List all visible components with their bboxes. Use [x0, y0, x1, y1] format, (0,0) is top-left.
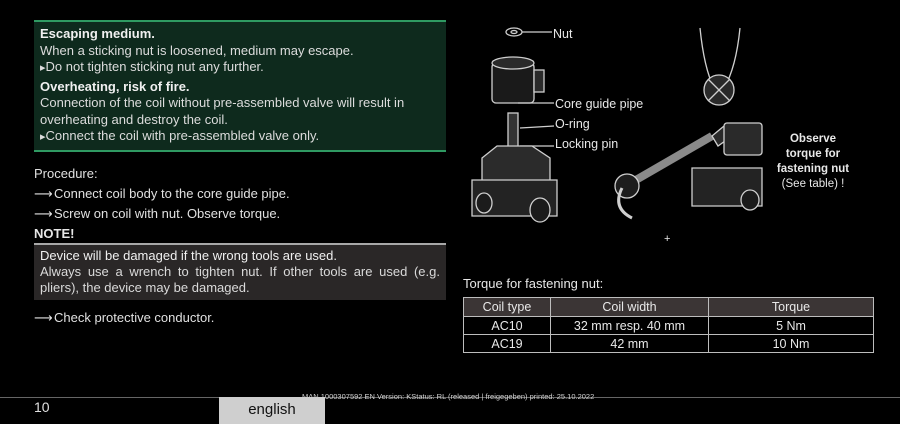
warning-text-overheating: Connection of the coil without pre-assem… — [40, 95, 405, 127]
arrow-icon: ⟶ — [34, 309, 53, 325]
table-cell: 5 Nm — [708, 316, 874, 335]
torque-title: Torque for fastening nut: — [463, 276, 604, 291]
label-o-ring: O-ring — [555, 117, 590, 131]
language-tab: english — [219, 397, 325, 424]
table-cell: 42 mm — [550, 334, 709, 353]
core-pipe-shape — [507, 112, 519, 152]
note-heading: Device will be damaged if the wrong tool… — [40, 247, 337, 263]
warning-bullet-escaping: Do not tighten sticking nut any further. — [40, 59, 440, 77]
note-text: Always use a wrench to tighten nut. If o… — [40, 263, 440, 295]
label-locking-pin: Locking pin — [555, 137, 619, 151]
note-title: NOTE! — [34, 226, 446, 245]
column-header: Torque — [708, 297, 874, 317]
valve-illustration — [471, 27, 763, 223]
table-cell: 32 mm resp. 40 mm — [550, 316, 709, 335]
table-cell: 10 Nm — [708, 334, 874, 353]
warning-box: Escaping medium. When a sticking nut is … — [34, 20, 446, 152]
column-header: Coil type — [463, 297, 551, 317]
table-row: AC19 42 mm 10 Nm — [463, 334, 874, 353]
page-number: 10 — [34, 399, 50, 415]
warning-bullet-overheating: Connect the coil with pre-assembled valv… — [40, 128, 440, 146]
document-meta: MAN 1000307592 EN Version: KStatus: RL (… — [302, 392, 595, 401]
table-header-row: Coil type Coil width Torque — [463, 297, 874, 317]
table-cell: AC19 — [463, 334, 551, 353]
column-header: Coil width — [550, 297, 709, 317]
footer-divider — [0, 397, 900, 398]
arrow-icon: ⟶ — [34, 205, 53, 221]
procedure-step: ⟶Screw on coil with nut. Observe torque. — [34, 204, 446, 224]
procedure-step: ⟶Connect coil body to the core guide pip… — [34, 184, 446, 204]
arrow-icon: ⟶ — [34, 185, 53, 201]
left-column: Escaping medium. When a sticking nut is … — [34, 20, 446, 326]
check-step: ⟶Check protective conductor. — [34, 309, 215, 325]
table-row: AC10 32 mm resp. 40 mm 5 Nm — [463, 316, 874, 335]
label-core-guide-pipe: Core guide pipe — [555, 97, 644, 111]
procedure-heading: Procedure: — [34, 165, 98, 181]
label-nut: Nut — [553, 27, 573, 41]
note-box: Device will be damaged if the wrong tool… — [34, 244, 446, 300]
table-cell: AC10 — [463, 316, 551, 335]
warning-title-escaping: Escaping medium. — [40, 26, 155, 41]
procedure-section: Procedure: ⟶Connect coil body to the cor… — [34, 164, 446, 224]
warning-title-overheating: Overheating, risk of fire. — [40, 78, 190, 94]
nut-shape — [505, 27, 523, 37]
warning-text-escaping: When a sticking nut is loosened, medium … — [40, 42, 354, 58]
plus-mark: + — [664, 233, 671, 245]
observe-torque-note: Observe torque for fastening nut (See ta… — [776, 133, 850, 190]
torque-table: Coil type Coil width Torque AC10 32 mm r… — [463, 297, 874, 353]
